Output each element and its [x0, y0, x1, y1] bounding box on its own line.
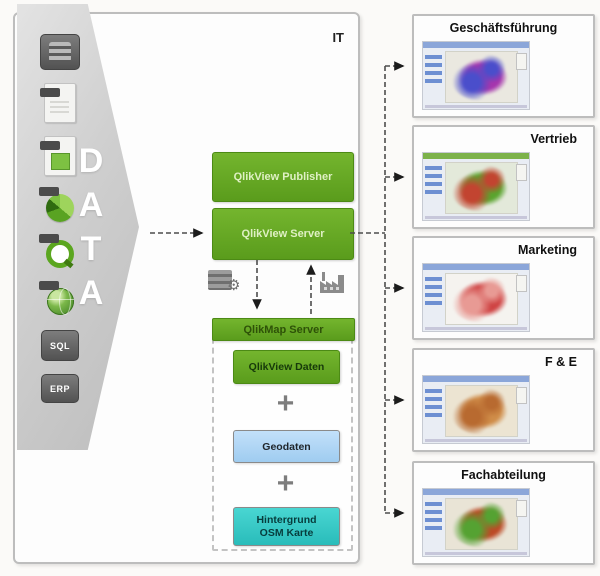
excel-file-icon [40, 136, 76, 176]
panel-title: Vertrieb [530, 132, 577, 146]
qlikview-pie-icon [39, 187, 77, 223]
app-screenshot [422, 488, 530, 557]
sql-icon: SQL [41, 330, 79, 361]
map-heat-blob [452, 276, 514, 322]
legend-box [516, 275, 527, 292]
qlikmap-server-bar: QlikMap Server [212, 318, 355, 341]
panel-vertrieb: Vertrieb [412, 125, 595, 229]
database-icon [40, 34, 80, 70]
panel-title: Fachabteilung [461, 468, 546, 482]
app-header-bar [423, 489, 529, 495]
scrollbar [425, 552, 527, 555]
panel-marketing: Marketing [412, 236, 595, 340]
panel-title: F & E [545, 355, 577, 369]
map-heat-blob [452, 54, 514, 100]
app-header-bar [423, 264, 529, 270]
data-source-icons: SQL ERP [38, 34, 82, 403]
factory-icon [318, 270, 346, 294]
legend-box [516, 164, 527, 181]
qlikview-server-box: QlikView Server [212, 208, 354, 260]
legend-box [516, 500, 527, 517]
panel-f-und-e: F & E [412, 348, 595, 452]
map-view [445, 51, 518, 103]
app-screenshot [422, 41, 530, 110]
qlikview-daten-box: QlikView Daten [233, 350, 340, 384]
map-heat-blob [452, 388, 514, 434]
app-screenshot [422, 152, 530, 221]
map-heat-blob [452, 165, 514, 211]
server-gear-icon: ⚙ [208, 270, 240, 293]
map-view [445, 385, 518, 437]
app-header-bar [423, 376, 529, 382]
scrollbar [425, 327, 527, 330]
legend-box [516, 53, 527, 70]
globe-icon [39, 281, 77, 317]
map-view [445, 162, 518, 214]
scrollbar [425, 216, 527, 219]
data-arrow-label: D A T A [78, 142, 104, 312]
panel-title: Marketing [517, 243, 577, 257]
plus-sign: + [276, 467, 295, 500]
app-header-bar [423, 42, 529, 48]
map-heat-blob [452, 501, 514, 547]
legend-box [516, 387, 527, 404]
scrollbar [425, 439, 527, 442]
geodaten-box: Geodaten [233, 430, 340, 463]
map-view [445, 498, 518, 550]
app-screenshot [422, 375, 530, 444]
text-file-icon [40, 83, 76, 123]
qlik-q-icon [39, 234, 77, 270]
app-screenshot [422, 263, 530, 332]
panel-geschaeftsfuehrung: Geschäftsführung [412, 14, 595, 118]
panel-title: Geschäftsführung [449, 21, 558, 35]
app-header-bar [423, 153, 529, 159]
erp-icon: ERP [41, 374, 79, 403]
hintergrund-osm-box: Hintergrund OSM Karte [233, 507, 340, 546]
scrollbar [425, 105, 527, 108]
it-label: IT [332, 30, 344, 45]
map-view [445, 273, 518, 325]
panel-fachabteilung: Fachabteilung [412, 461, 595, 565]
qlikview-publisher-box: QlikView Publisher [212, 152, 354, 202]
plus-sign: + [276, 387, 295, 420]
